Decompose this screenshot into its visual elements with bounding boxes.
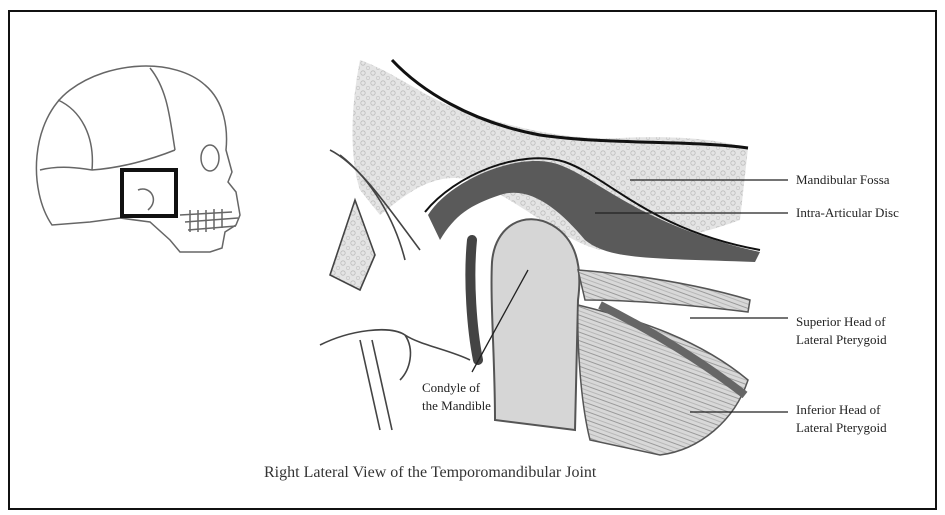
lateral-pterygoid-muscles bbox=[578, 270, 750, 455]
label-mandibular-fossa: Mandibular Fossa bbox=[796, 170, 890, 190]
temporal-bone bbox=[353, 60, 749, 250]
figure-caption: Right Lateral View of the Temporomandibu… bbox=[264, 464, 596, 482]
label-condyle-line1: Condyle of bbox=[422, 378, 480, 398]
label-superior-head-line2: Lateral Pterygoid bbox=[796, 330, 887, 350]
label-intra-articular-disc: Intra-Articular Disc bbox=[796, 203, 899, 223]
label-superior-head-line1: Superior Head of bbox=[796, 312, 886, 332]
skull-sketch bbox=[36, 66, 240, 252]
label-condyle-line2: the Mandible bbox=[422, 396, 491, 416]
label-inferior-head-line2: Lateral Pterygoid bbox=[796, 418, 887, 438]
label-inferior-head-line1: Inferior Head of bbox=[796, 400, 880, 420]
